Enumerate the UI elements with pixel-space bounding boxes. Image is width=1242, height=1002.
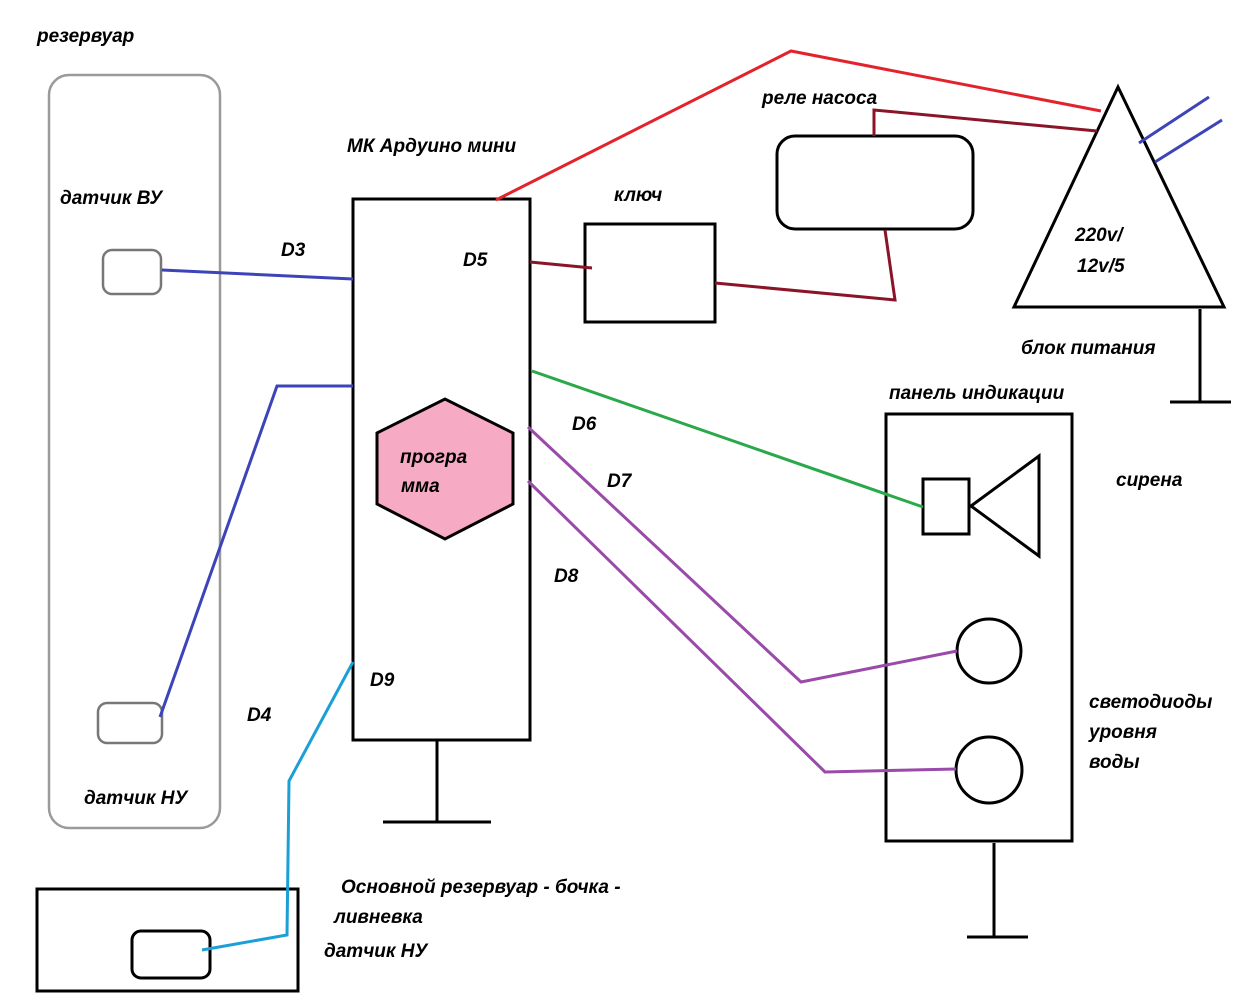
sensor-top-box [101, 248, 163, 296]
leds-label-line3: воды [1089, 752, 1140, 773]
wire-d7 [526, 425, 958, 684]
wire-d8 [526, 479, 957, 774]
leds-label-line2: уровня [1088, 722, 1157, 743]
pin-label-d6: D6 [572, 414, 597, 435]
pin-label-d5: D5 [463, 250, 488, 271]
program-hexagon [375, 397, 515, 541]
switch-label: ключ [614, 185, 662, 206]
main-tank-sensor-label: датчик НУ [324, 941, 430, 962]
wire-relay-psu [872, 108, 1098, 136]
pin-label-d7: D7 [607, 471, 633, 492]
sensor-top-label: датчик ВУ [60, 188, 164, 209]
main-tank-sensor-box [130, 929, 212, 980]
wire-d4 [158, 384, 353, 718]
led-lower [954, 735, 1024, 805]
psu-antenna-1 [1138, 95, 1210, 145]
psu-label-line2: 12v/5 [1077, 256, 1125, 277]
psu-label: блок питания [1021, 338, 1156, 359]
sensor-bottom-label: датчик НУ [84, 788, 190, 809]
siren-label: сирена [1116, 470, 1183, 491]
led-upper [955, 617, 1023, 685]
wire-d5 [529, 260, 593, 270]
switch-box [583, 222, 717, 324]
wire-switch-relay [714, 229, 897, 302]
wire-d9 [201, 661, 355, 952]
reservoir-tank [47, 73, 222, 830]
pin-label-d3: D3 [281, 240, 306, 261]
psu-triangle [1011, 83, 1227, 309]
pump-relay-box [775, 134, 975, 231]
pin-label-d4: D4 [247, 705, 272, 726]
psu-antenna-2 [1154, 118, 1223, 164]
sensor-bottom-box [96, 701, 164, 745]
leds-label-line1: светодиоды [1089, 692, 1212, 713]
mcu-label: МК Ардуино мини [347, 136, 517, 157]
main-tank-label-line2: ливневка [333, 907, 423, 928]
main-tank-label-line1: Основной резервуар - бочка - [341, 877, 621, 898]
panel-label: панель индикации [889, 383, 1065, 404]
pin-label-d9: D9 [370, 670, 395, 691]
program-label-line1: програ [400, 447, 468, 468]
psu-label-line1: 220v/ [1074, 225, 1124, 246]
pin-label-d8: D8 [554, 566, 579, 587]
wire-d3 [161, 268, 354, 281]
program-label-line2: мма [401, 476, 440, 497]
siren-body [921, 477, 971, 536]
wire-d6 [531, 369, 924, 509]
siren-horn [968, 453, 1041, 559]
wire-power-mcu [495, 49, 1102, 202]
pump-relay-label: реле насоса [761, 88, 878, 109]
reservoir-label: резервуар [36, 26, 134, 47]
